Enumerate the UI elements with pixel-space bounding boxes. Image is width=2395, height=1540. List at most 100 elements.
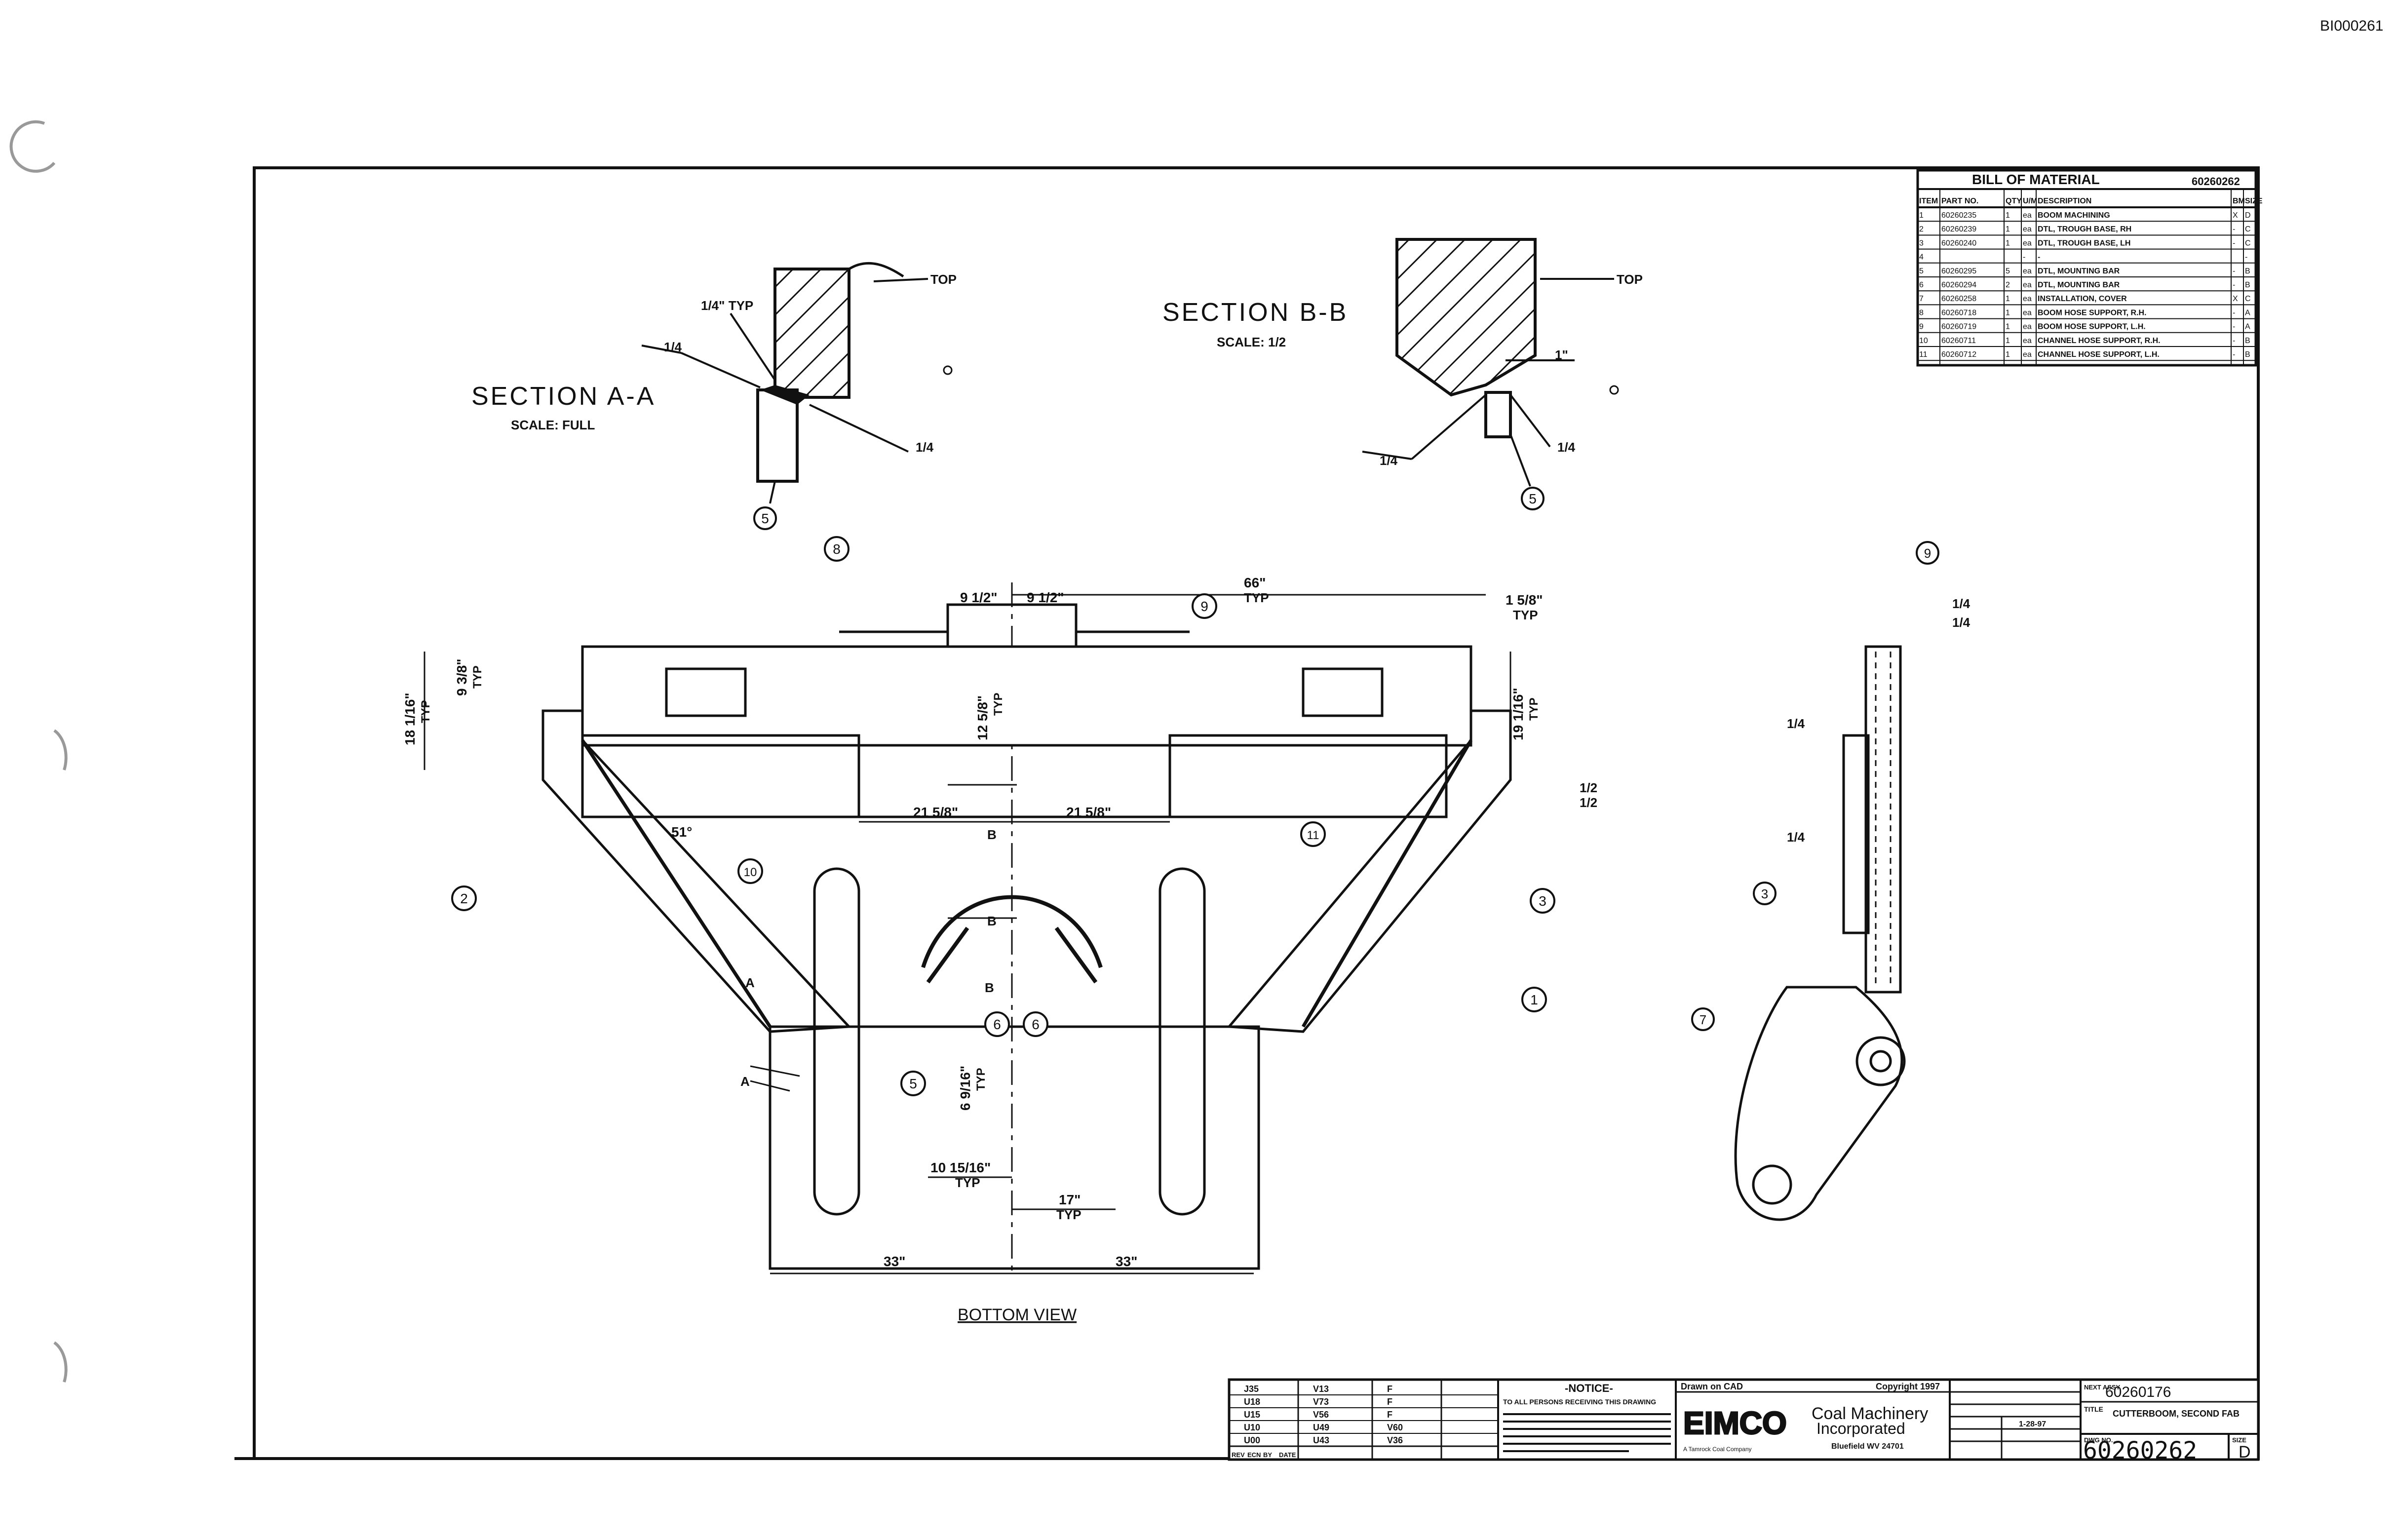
part-balloons: 1 2 3 5 6 6 8 9 10 11 <box>451 536 1555 1096</box>
company-name-line-1: Coal Machinery <box>1812 1404 1928 1423</box>
bom-cell: 60260235 <box>1941 211 1976 220</box>
bom-cell: 2 <box>2006 281 2010 289</box>
document-id: BI000261 <box>2320 18 2383 34</box>
copyright: Copyright 1997 <box>1876 1382 1940 1391</box>
bom-cell: 8 <box>1919 308 1924 317</box>
section-a-a: SECTION A-A SCALE: FULL TOP 1/4" TYP 1/4… <box>471 262 957 530</box>
bom-cell: ea <box>2023 267 2032 275</box>
section-b-weld-left: 1/4 <box>1380 453 1398 468</box>
bom-cell: DTL, MOUNTING BAR <box>2038 281 2120 289</box>
bom-cell: DTL, TROUGH BASE, RH <box>2038 225 2131 233</box>
side-weld-d: 1/4 <box>1787 830 1805 845</box>
bom-header-cell: DESCRIPTION <box>2038 197 2091 205</box>
section-a-weld-right: 1/4 <box>916 440 934 455</box>
dim-12-5-8: 12 5/8" <box>975 695 990 740</box>
balloon-6-a: 6 <box>993 1017 1001 1032</box>
bottom-view <box>541 582 1512 1273</box>
bom-cell: 3 <box>1919 239 1924 247</box>
revision-cell: J35 <box>1244 1384 1259 1394</box>
dim-66-typ: TYP <box>1244 590 1269 605</box>
drawing-size: D <box>2239 1443 2251 1462</box>
bom-cell: CHANNEL HOSE SUPPORT, R.H. <box>2038 337 2161 345</box>
bom-cell: BOOM MACHINING <box>2038 211 2110 220</box>
section-a-scale: SCALE: FULL <box>511 418 595 432</box>
revision-cell: U43 <box>1313 1435 1329 1445</box>
bom-cell: 60260711 <box>1941 337 1976 345</box>
balloon-3: 3 <box>1539 893 1546 909</box>
bom-cell: 60260258 <box>1941 295 1976 303</box>
bom-cell: - <box>2233 350 2235 359</box>
bom-cell: 11 <box>1919 350 1928 359</box>
bom-cell: 7 <box>1919 295 1924 303</box>
section-a-weld-typ: 1/4" TYP <box>701 298 753 313</box>
side-weld-b: 1/4 <box>1952 615 1970 630</box>
bom-cell: ea <box>2023 350 2032 359</box>
side-view <box>1734 645 1906 1221</box>
company-city: Bluefield WV 24701 <box>1831 1442 1904 1451</box>
section-b-balloon: 5 <box>1529 491 1537 506</box>
section-b-scale: SCALE: 1/2 <box>1217 335 1286 349</box>
revision-cell: U18 <box>1244 1397 1260 1407</box>
bom-cell: 60260712 <box>1941 350 1976 359</box>
section-mark-b-1: B <box>987 827 997 842</box>
bom-cell: - <box>2233 281 2235 289</box>
bom-cell: 5 <box>2006 267 2010 275</box>
revision-header: ECN <box>1247 1451 1261 1459</box>
revision-cell: V13 <box>1313 1384 1329 1394</box>
side-weld-c: 1/4 <box>1787 716 1805 731</box>
balloon-8: 8 <box>833 541 841 557</box>
next-assy-number: 60260176 <box>2105 1384 2171 1400</box>
bom-cell: - <box>2233 337 2235 345</box>
revision-cell: F <box>1387 1410 1392 1420</box>
bom-header-cell: U/M <box>2023 197 2037 205</box>
dim-9-3-8-typ: TYP <box>471 665 484 689</box>
bom-cell: 6 <box>1919 281 1924 289</box>
revision-header: DATE <box>1279 1451 1296 1459</box>
section-a-title: SECTION A-A <box>471 382 656 411</box>
bom-cell: B <box>2245 267 2250 275</box>
balloon-11: 11 <box>1307 829 1319 842</box>
bom-cell: 1 <box>2006 323 2010 331</box>
section-mark-a-2: A <box>740 1074 750 1089</box>
release-date: 1-28-97 <box>2019 1420 2046 1428</box>
bom-cell: ea <box>2023 225 2032 233</box>
dim-angle: 51° <box>671 824 692 840</box>
revision-header: REV <box>1232 1451 1245 1459</box>
bom-cell: C <box>2245 225 2251 233</box>
revision-cell: F <box>1387 1384 1392 1394</box>
bom-cell: A <box>2245 308 2250 317</box>
company-subtitle: A Tamrock Coal Company <box>1683 1446 1752 1453</box>
bom-cell: - <box>2245 253 2247 262</box>
bom-header-cell: PART NO. <box>1941 197 1978 205</box>
revision-cell: F <box>1387 1397 1392 1407</box>
bom-cell: INSTALLATION, COVER <box>2038 295 2127 303</box>
dim-12-5-8-typ: TYP <box>992 693 1005 716</box>
balloon-10: 10 <box>744 866 757 879</box>
bom-cell: 60260295 <box>1941 267 1976 275</box>
bom-cell: 60260240 <box>1941 239 1976 247</box>
dim-19-1-16: 19 1/16" <box>1510 688 1526 740</box>
bom-cell: 1 <box>2006 295 2010 303</box>
bom-title: BILL OF MATERIAL <box>1972 172 2100 187</box>
bom-header-cell: QTY <box>2006 197 2022 205</box>
bom-cell: 1 <box>2006 308 2010 317</box>
bom-cell: 10 <box>1919 337 1928 345</box>
balloon-1: 1 <box>1530 992 1538 1007</box>
bom-cell: 4 <box>1919 253 1924 262</box>
balloon-6-b: 6 <box>1032 1017 1040 1032</box>
dim-1-5-8: 1 5/8" <box>1506 592 1543 608</box>
section-a-weld-left: 1/4 <box>664 340 682 354</box>
dim-9-3-8: 9 3/8" <box>454 658 469 696</box>
bom-cell: CHANNEL HOSE SUPPORT, L.H. <box>2038 350 2160 359</box>
bom-cell: B <box>2245 281 2250 289</box>
revision-cell: V60 <box>1387 1423 1403 1432</box>
dim-weld-half-a: 1/2 <box>1580 780 1597 795</box>
bom-cell: B <box>2245 350 2250 359</box>
bom-cell: X <box>2233 211 2238 220</box>
balloon-9: 9 <box>1200 599 1208 614</box>
size-label: SIZE <box>2232 1436 2246 1444</box>
dim-18-1-16: 18 1/16" <box>402 693 418 745</box>
dim-10-15-16: 10 15/16" <box>930 1160 991 1175</box>
